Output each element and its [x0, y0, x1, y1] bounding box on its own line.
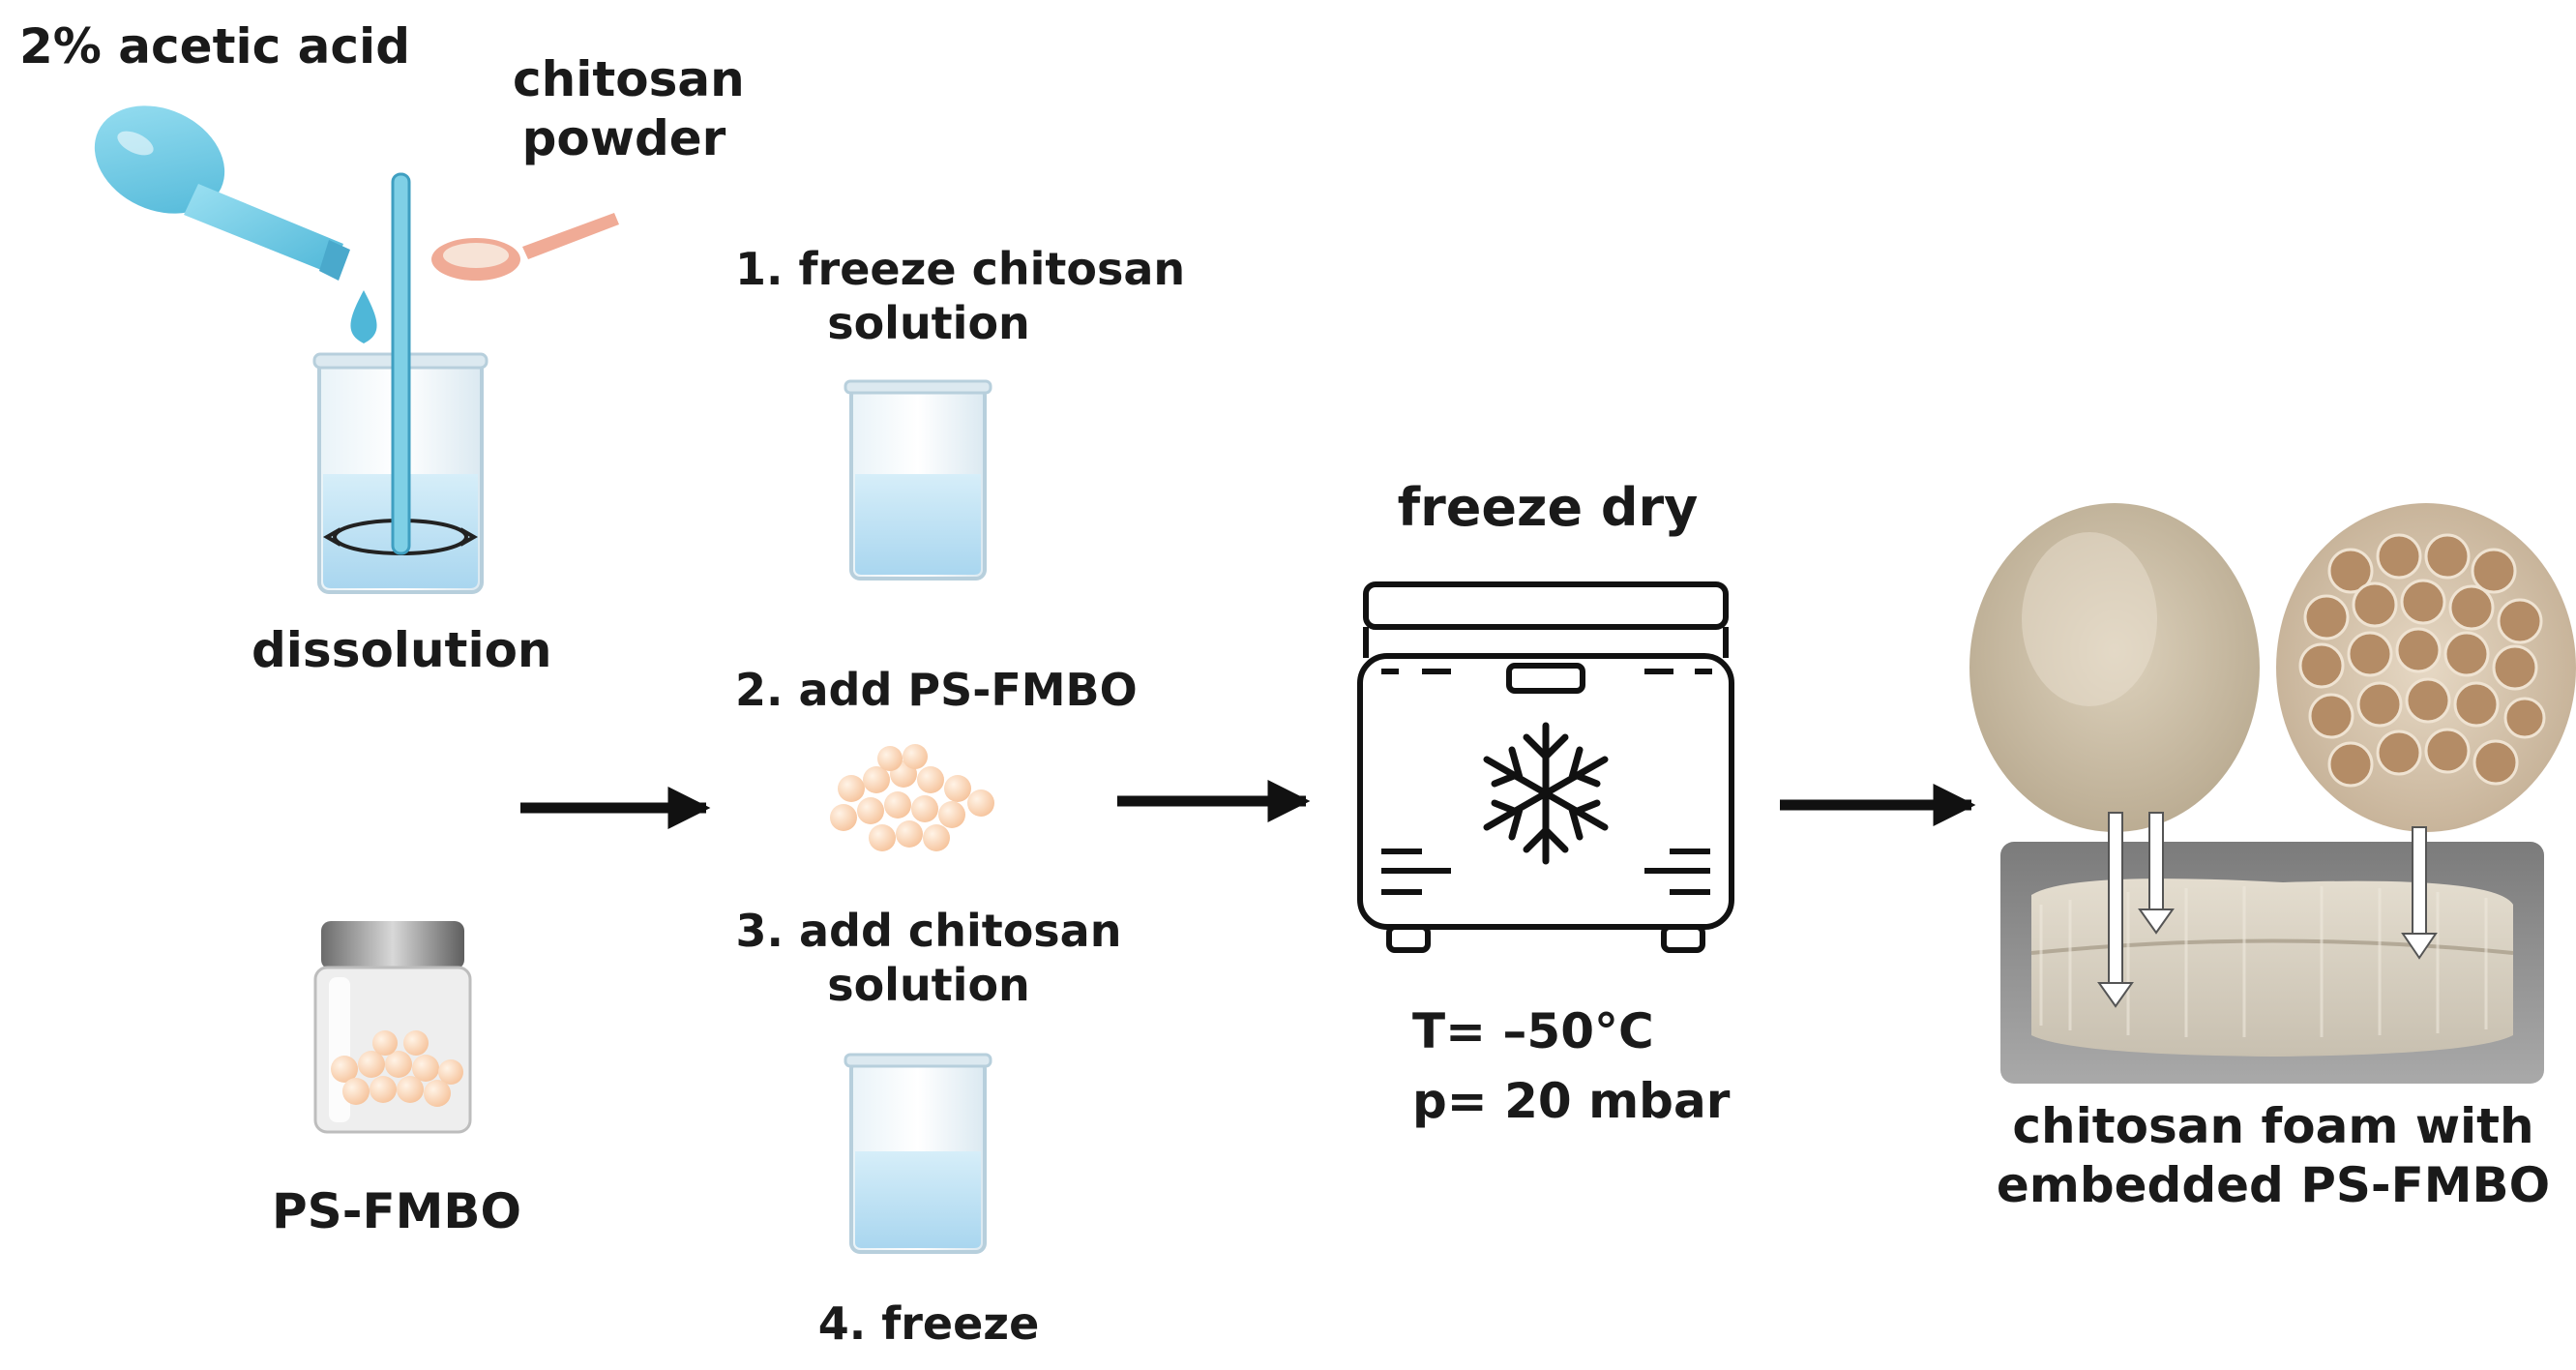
foam-photo	[2000, 842, 2544, 1084]
bead-jar-icon	[313, 921, 472, 1134]
pressure-label: p= 20 mbar	[1412, 1073, 1731, 1129]
freeze-dryer-icon	[1357, 581, 1734, 953]
beaker-icon	[844, 379, 992, 581]
step-1-label: 1. freeze chitosan solution	[735, 242, 1186, 350]
step-1-line-2: solution	[827, 297, 1030, 350]
result-line-1: chitosan foam with	[2012, 1098, 2534, 1154]
step-3-line-2: solution	[827, 959, 1030, 1012]
step-1-line-1: 1. freeze chitosan	[735, 243, 1186, 295]
foam-photo	[2276, 503, 2576, 832]
droplet-icon	[350, 290, 377, 343]
chitosan-powder-label: chitosan powder	[513, 50, 745, 168]
freeze-dry-label: freeze dry	[1397, 477, 1699, 538]
snowflake-icon	[1483, 722, 1609, 865]
step-3-line-1: 3. add chitosan	[735, 905, 1122, 957]
step-3-label: 3. add chitosan solution	[735, 904, 1122, 1012]
chitosan-powder-line-1: chitosan	[513, 51, 745, 107]
beads-icon	[830, 744, 994, 851]
foam-photo	[1969, 503, 2260, 832]
chitosan-powder-line-2: powder	[521, 110, 726, 166]
spoon-icon	[431, 213, 619, 281]
acetic-acid-label: 2% acetic acid	[19, 18, 410, 74]
step-4-label: 4. freeze	[817, 1297, 1040, 1350]
volumetric-flask-icon	[94, 105, 350, 281]
step-2-label: 2. add PS-FMBO	[735, 664, 1138, 716]
beaker-icon	[844, 1053, 992, 1254]
result-line-2: embedded PS-FMBO	[1996, 1157, 2551, 1213]
stir-rod-icon	[391, 172, 411, 555]
ps-fmbo-label: PS-FMBO	[272, 1183, 521, 1239]
dissolution-label: dissolution	[252, 622, 552, 678]
result-label: chitosan foam with embedded PS-FMBO	[1983, 1097, 2563, 1215]
temperature-label: T= –50°C	[1412, 1003, 1654, 1059]
indicator-arrow	[2097, 812, 2438, 1008]
